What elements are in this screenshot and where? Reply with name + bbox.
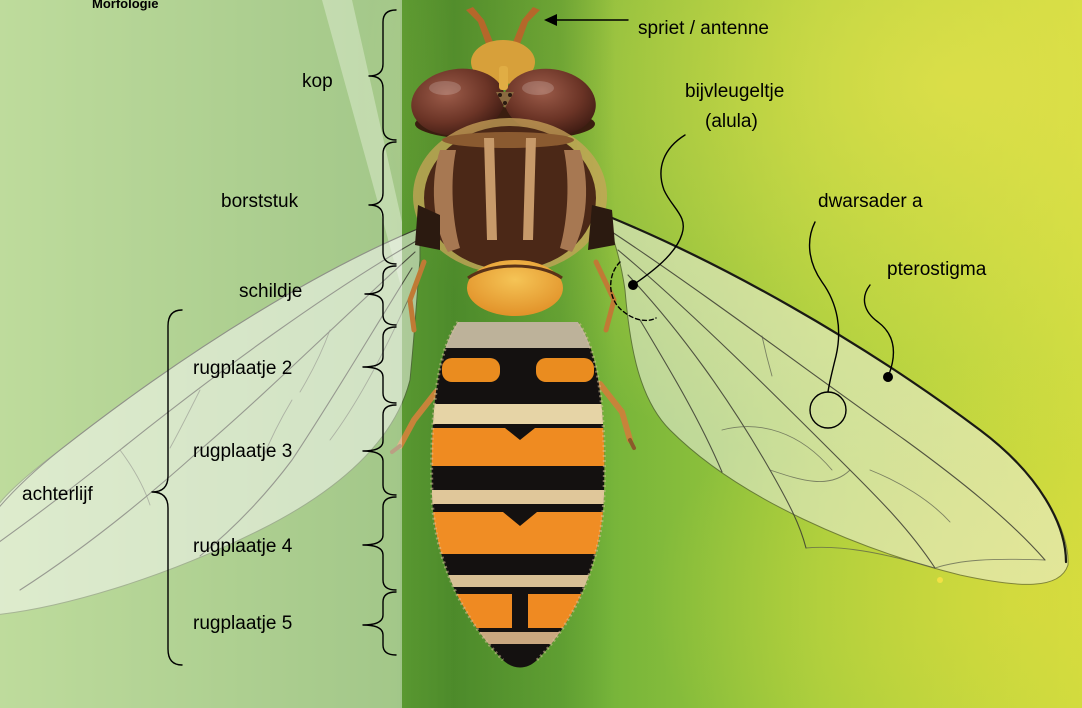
label-crossvein: dwarsader a <box>818 191 923 212</box>
label-alula: bijvleugeltje <box>685 81 784 102</box>
pale-band <box>420 490 620 504</box>
label-tergite-2: rugplaatje 2 <box>193 358 292 379</box>
label-tergite-4: rugplaatje 4 <box>193 536 293 557</box>
ocellus <box>498 93 502 97</box>
frontal-stripe <box>499 66 508 90</box>
scutellum-shape <box>467 260 563 316</box>
thorax-collar <box>442 132 574 148</box>
fly-scutellum <box>467 260 563 316</box>
label-antenna: spriet / antenne <box>638 18 769 39</box>
label-alula-latin: (alula) <box>705 111 758 132</box>
pollen-dot <box>937 577 943 583</box>
label-thorax: borststuk <box>221 191 299 212</box>
pterostigma-pointer-dot <box>883 372 893 382</box>
right-eye-highlight <box>522 81 554 95</box>
label-scutellum: schildje <box>239 281 302 302</box>
label-panel-overlay <box>0 0 402 708</box>
ocellus <box>508 93 512 97</box>
label-head: kop <box>302 71 333 92</box>
alula-pointer-dot <box>628 280 638 290</box>
diagram-title: Morfologie <box>92 0 158 11</box>
right-wing-base <box>588 205 615 250</box>
tergite-5-center-stripe <box>512 590 528 632</box>
label-tergite-5: rugplaatje 5 <box>193 613 292 634</box>
pale-band <box>420 404 620 424</box>
label-abdomen: achterlijf <box>22 484 93 505</box>
tergite-2-right-spot <box>536 358 594 382</box>
left-eye-highlight <box>429 81 461 95</box>
tergite-2-left-spot <box>442 358 500 382</box>
label-pterostigma: pterostigma <box>887 259 987 280</box>
ocellus <box>503 101 507 105</box>
label-tergite-3: rugplaatje 3 <box>193 441 292 462</box>
